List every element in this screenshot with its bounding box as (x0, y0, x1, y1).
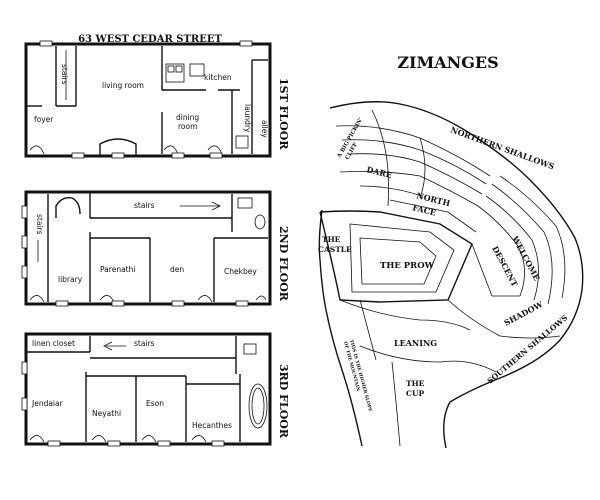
room-foyer: foyer (34, 115, 54, 124)
room-stairs-2-side: stairs (35, 214, 44, 235)
region-northern-shallows: NORTHERN SHALLOWS (449, 124, 556, 171)
floor-3-plan: linen closet stairs Jendaiar Neyathi Eso… (21, 332, 290, 447)
room-alley: alley (260, 120, 269, 138)
region-cup-2: CUP (406, 389, 425, 398)
room-stairs-1: stairs (60, 64, 69, 85)
room-stairs-3: stairs (134, 339, 155, 348)
room-library: library (58, 275, 83, 284)
room-parenathi: Parenathi (100, 265, 135, 274)
room-linen-closet: linen closet (32, 339, 75, 348)
map-title: ZIMANGES (397, 53, 498, 72)
zimanges-map: ZIMANGES A BIG PICKIN' CLIFF NORTHERN SH… (318, 53, 584, 449)
room-eson: Eson (146, 399, 164, 408)
region-leaning: LEANING (394, 338, 437, 348)
region-castle-2: CASTLE (318, 245, 352, 254)
room-dining: dining (176, 113, 199, 122)
region-north-face-2: FACE (412, 202, 438, 217)
region-castle: THE (322, 235, 341, 244)
region-prow: THE PROW (380, 261, 435, 271)
room-dining-2: room (178, 122, 197, 131)
floor-3-label: 3RD FLOOR (277, 364, 290, 439)
room-den: den (170, 265, 184, 274)
room-living: living room (102, 81, 144, 90)
street-title: 63 WEST CEDAR STREET (78, 34, 222, 45)
room-stairs-2-top: stairs (134, 201, 155, 210)
room-kitchen: kitchen (204, 73, 232, 82)
region-southern-shallows: SOUTHERN SHALLOWS (486, 313, 570, 385)
floor-2-plan: stairs stairs library Parenathi den Chek… (21, 190, 290, 307)
floor-1-plan: stairs living room kitchen foyer dining … (24, 40, 290, 159)
room-hecanthes: Hecanthes (192, 421, 232, 430)
room-laundry: laundry (243, 104, 252, 133)
region-descent: DESCENT (490, 244, 520, 288)
region-cup: THE (406, 379, 425, 388)
floor-2-label: 2ND FLOOR (277, 226, 290, 302)
room-jendaiar: Jendaiar (31, 399, 64, 408)
region-shadow: SHADOW (502, 299, 545, 328)
room-chekbey: Chekbey (224, 267, 257, 276)
room-neyathi: Neyathi (92, 409, 121, 418)
region-dare: DARE (366, 164, 394, 180)
floor-1-label: 1ST FLOOR (277, 78, 290, 150)
